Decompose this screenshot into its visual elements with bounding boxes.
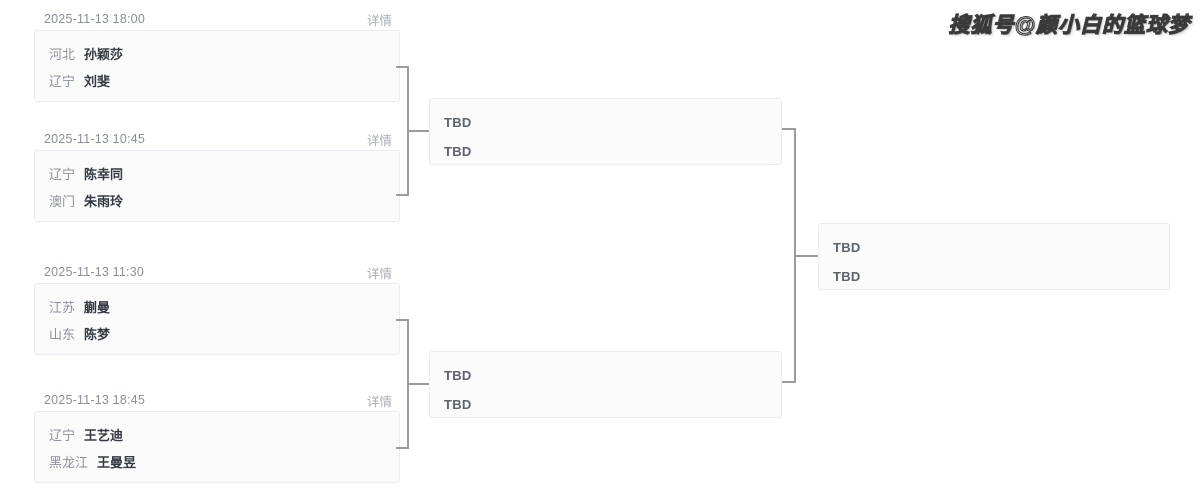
team-region: 河北	[49, 47, 76, 62]
connector-r1m3-stub	[396, 319, 409, 321]
team-player: 王曼昱	[97, 455, 137, 470]
team-row: 山东 陈梦	[49, 320, 399, 347]
tbd-slot-row: TBD	[444, 390, 781, 419]
match-teams-2[interactable]: 辽宁 陈幸同 澳门 朱雨玲	[34, 150, 400, 222]
semifinal-card-2[interactable]: TBD TBD	[429, 351, 782, 418]
team-region: 江苏	[49, 300, 76, 315]
semifinal-card-1[interactable]: TBD TBD	[429, 98, 782, 165]
match-teams-3[interactable]: 江苏 蒯曼 山东 陈梦	[34, 283, 400, 355]
match-header-1: 2025-11-13 18:00 详情	[34, 8, 400, 30]
match-header-3: 2025-11-13 11:30 详情	[34, 261, 400, 283]
tbd-slot: TBD	[833, 240, 861, 255]
match-card-4[interactable]: 2025-11-13 18:45 详情 辽宁 王艺迪 黑龙江 王曼昱	[34, 389, 400, 483]
tbd-slot: TBD	[444, 144, 472, 159]
team-region: 黑龙江	[49, 455, 89, 470]
final-card[interactable]: TBD TBD	[818, 223, 1170, 290]
team-region: 辽宁	[49, 167, 76, 182]
match-details-link-1[interactable]: 详情	[366, 13, 392, 28]
connector-r2m2-stub	[782, 381, 796, 383]
match-details-link-3[interactable]: 详情	[366, 266, 392, 281]
sohu-watermark: 搜狐号@颜小白的篮球梦	[948, 13, 1190, 37]
team-region: 辽宁	[49, 74, 76, 89]
tbd-slot: TBD	[444, 397, 472, 412]
match-header-2: 2025-11-13 10:45 详情	[34, 128, 400, 150]
match-card-3[interactable]: 2025-11-13 11:30 详情 江苏 蒯曼 山东 陈梦	[34, 261, 400, 355]
team-player: 蒯曼	[84, 300, 111, 315]
tbd-slot-row: TBD	[444, 361, 781, 390]
match-time-4: 2025-11-13 18:45	[44, 393, 145, 407]
team-region: 澳门	[49, 194, 76, 209]
connector-to-final	[794, 255, 818, 257]
match-card-1[interactable]: 2025-11-13 18:00 详情 河北 孙颖莎 辽宁 刘斐	[34, 8, 400, 102]
team-player: 刘斐	[84, 74, 111, 89]
match-header-4: 2025-11-13 18:45 详情	[34, 389, 400, 411]
tbd-slot-row: TBD	[444, 137, 781, 166]
tbd-slot: TBD	[833, 269, 861, 284]
team-player: 陈梦	[84, 327, 111, 342]
match-time-1: 2025-11-13 18:00	[44, 12, 145, 26]
team-player: 朱雨玲	[84, 194, 124, 209]
team-region: 辽宁	[49, 428, 76, 443]
match-card-2[interactable]: 2025-11-13 10:45 详情 辽宁 陈幸同 澳门 朱雨玲	[34, 128, 400, 222]
match-time-2: 2025-11-13 10:45	[44, 132, 145, 146]
tbd-slot: TBD	[444, 368, 472, 383]
match-time-3: 2025-11-13 11:30	[44, 265, 145, 279]
connector-to-r2m2	[407, 383, 430, 385]
tbd-slot-row: TBD	[833, 262, 1169, 291]
team-region: 山东	[49, 327, 76, 342]
team-player: 王艺迪	[84, 428, 124, 443]
team-row: 辽宁 王艺迪	[49, 421, 399, 448]
connector-r1m1-stub	[396, 66, 409, 68]
match-teams-4[interactable]: 辽宁 王艺迪 黑龙江 王曼昱	[34, 411, 400, 483]
tbd-slot-row: TBD	[444, 108, 781, 137]
team-player: 陈幸同	[84, 167, 124, 182]
connector-to-r2m1	[407, 130, 430, 132]
connector-r1m2-stub	[396, 194, 409, 196]
tbd-slot: TBD	[444, 115, 472, 130]
match-details-link-2[interactable]: 详情	[366, 133, 392, 148]
team-player: 孙颖莎	[84, 47, 124, 62]
connector-r1m4-stub	[396, 447, 409, 449]
match-teams-1[interactable]: 河北 孙颖莎 辽宁 刘斐	[34, 30, 400, 102]
team-row: 辽宁 刘斐	[49, 67, 399, 94]
match-details-link-4[interactable]: 详情	[366, 394, 392, 409]
team-row: 辽宁 陈幸同	[49, 160, 399, 187]
team-row: 黑龙江 王曼昱	[49, 448, 399, 475]
team-row: 澳门 朱雨玲	[49, 187, 399, 214]
team-row: 江苏 蒯曼	[49, 293, 399, 320]
connector-r2m1-stub	[782, 128, 796, 130]
team-row: 河北 孙颖莎	[49, 40, 399, 67]
tbd-slot-row: TBD	[833, 233, 1169, 262]
